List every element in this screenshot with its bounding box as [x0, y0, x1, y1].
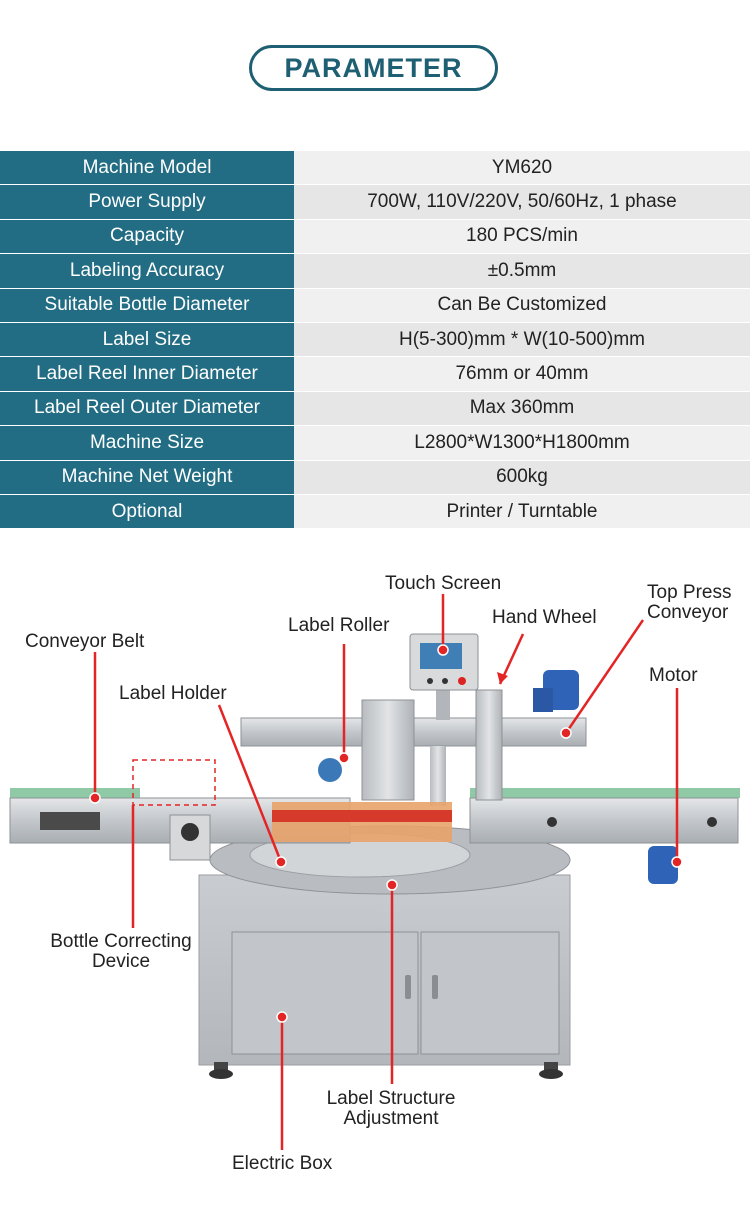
touch-screen-panel: [409, 633, 479, 720]
param-key: Optional: [0, 494, 294, 530]
label-label-roller: Label Roller: [288, 615, 390, 636]
param-key: Machine Net Weight: [0, 460, 294, 495]
param-key: Machine Model: [0, 151, 294, 186]
bottle-correcting-highlight: [132, 759, 216, 806]
param-value: 76mm or 40mm: [294, 356, 750, 392]
section-title-pill: PARAMETER: [249, 45, 498, 91]
label-bottle-correcting-2: Device: [91, 951, 151, 972]
param-key: Capacity: [0, 219, 294, 255]
bottom-motor: [648, 846, 678, 884]
param-key: Labeling Accuracy: [0, 253, 294, 289]
machine-diagram: Touch Screen Top Press Conveyor Label Ro…: [0, 560, 750, 1214]
section-title: PARAMETER: [284, 52, 463, 83]
label-conveyor-belt: Conveyor Belt: [25, 631, 145, 652]
machine-illustration: [9, 594, 740, 1150]
hand-wheel-arrow: [497, 672, 508, 684]
param-key: Label Reel Inner Diameter: [0, 356, 294, 392]
param-value: ±0.5mm: [294, 253, 750, 289]
param-value: L2800*W1300*H1800mm: [294, 425, 750, 461]
top-motor: [533, 670, 579, 712]
param-value: Can Be Customized: [294, 288, 750, 323]
label-head-column: [361, 699, 415, 801]
param-key: Label Size: [0, 322, 294, 358]
label-electric-box: Electric Box: [232, 1153, 333, 1174]
hand-wheel-column: [475, 689, 503, 801]
label-top-press-1: Top Press: [647, 582, 732, 603]
label-label-holder: Label Holder: [119, 683, 227, 704]
param-key: Machine Size: [0, 425, 294, 461]
label-label-structure-1: Label Structure: [326, 1088, 456, 1109]
right-conveyor: [469, 788, 740, 844]
param-value: Printer / Turntable: [294, 494, 750, 530]
param-value: 180 PCS/min: [294, 219, 750, 255]
param-value: H(5-300)mm * W(10-500)mm: [294, 322, 750, 358]
param-value: YM620: [294, 151, 750, 186]
label-top-press-2: Conveyor: [647, 602, 729, 623]
label-roller: [318, 758, 342, 782]
label-hand-wheel: Hand Wheel: [492, 607, 597, 628]
label-label-structure-2: Adjustment: [343, 1108, 439, 1129]
callout-dots: [89, 644, 683, 1023]
param-key: Power Supply: [0, 184, 294, 220]
label-bottle-correcting-1: Bottle Correcting: [50, 931, 192, 952]
cabinet: [198, 874, 571, 1079]
bottle-row: [272, 802, 452, 842]
param-key: Suitable Bottle Diameter: [0, 288, 294, 323]
label-motor: Motor: [649, 665, 698, 686]
param-key: Label Reel Outer Diameter: [0, 391, 294, 427]
param-value: 600kg: [294, 460, 750, 495]
label-touch-screen: Touch Screen: [385, 573, 502, 594]
table-row: Labeling Accuracy±0.5mm: [0, 253, 750, 289]
param-value: Max 360mm: [294, 391, 750, 427]
param-value: 700W, 110V/220V, 50/60Hz, 1 phase: [294, 184, 750, 220]
callout-lines: [93, 594, 679, 1150]
